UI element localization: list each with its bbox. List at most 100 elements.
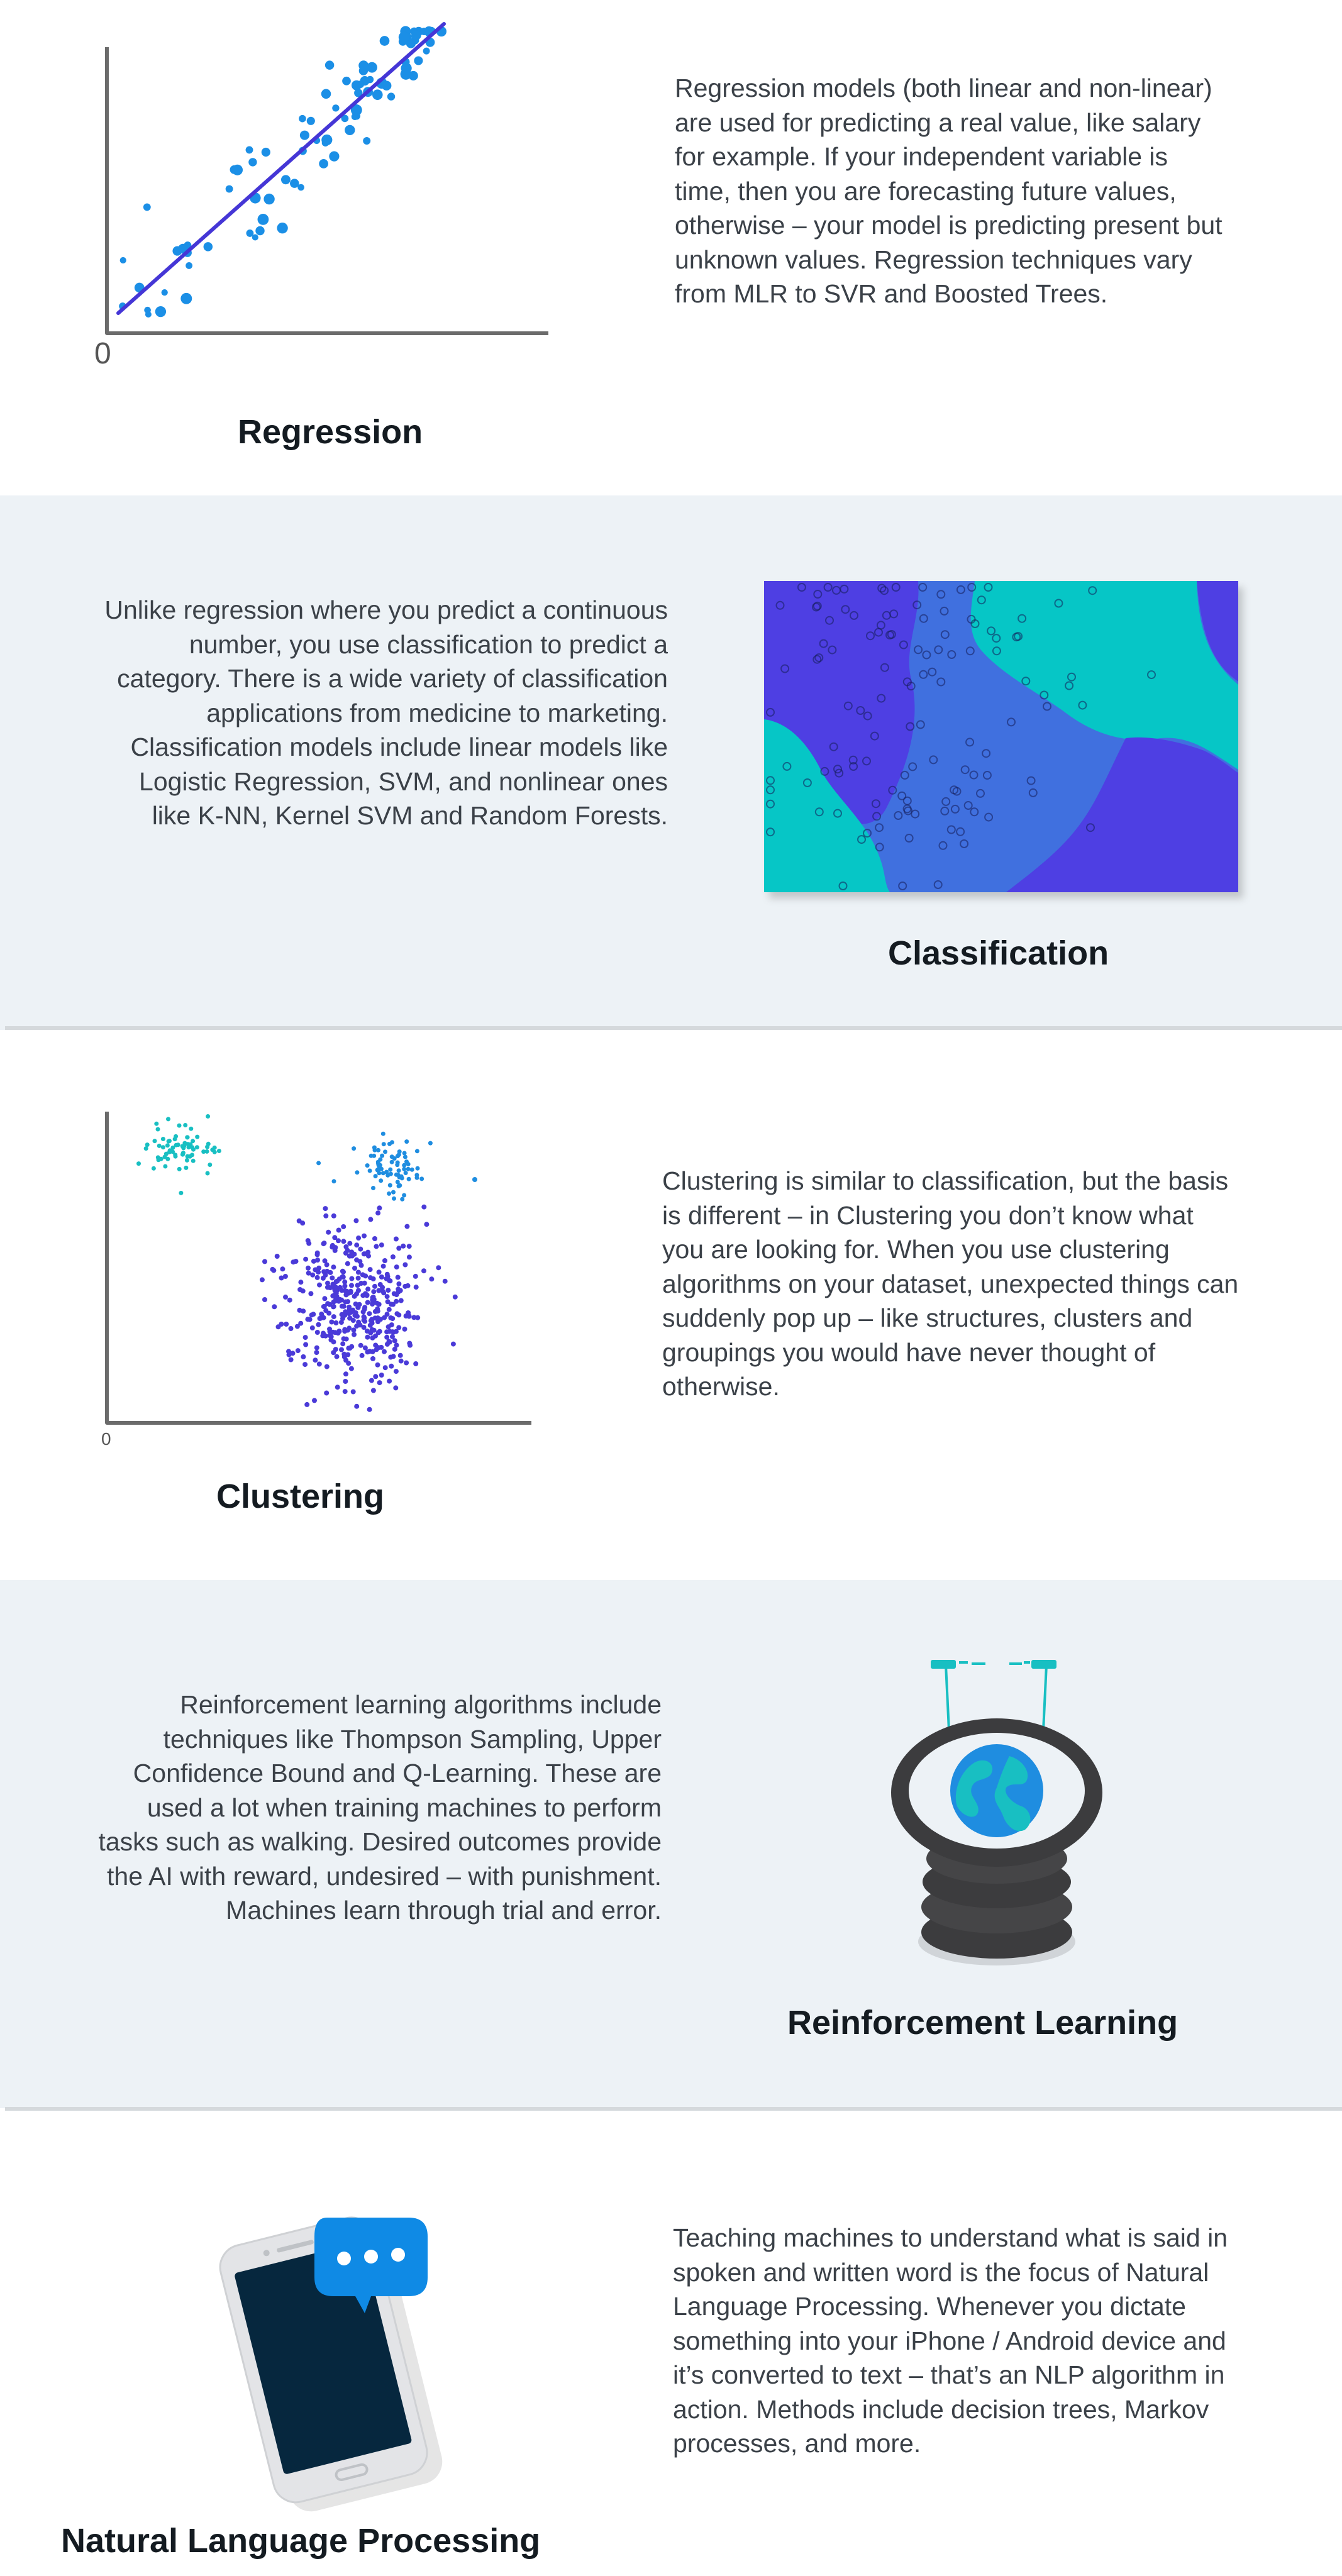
cluster-point-indigo xyxy=(323,1213,329,1219)
cluster-point-indigo xyxy=(374,1244,379,1249)
cluster-point-blue xyxy=(391,1190,396,1195)
cluster-point-indigo xyxy=(389,1363,394,1369)
cluster-point-indigo xyxy=(452,1294,458,1300)
cluster-point-blue xyxy=(402,1193,407,1198)
regression-point xyxy=(203,242,213,252)
cluster-point-blue xyxy=(394,1172,399,1177)
cluster-point-indigo xyxy=(347,1253,353,1259)
regression-point xyxy=(184,241,192,250)
regression-point xyxy=(414,56,423,65)
cluster-point-indigo xyxy=(356,1235,362,1241)
classification-point xyxy=(940,806,950,815)
cluster-point-blue xyxy=(369,1153,374,1158)
classification-point xyxy=(819,639,828,648)
cluster-point-indigo xyxy=(450,1341,456,1347)
cluster-point-teal xyxy=(160,1137,165,1141)
cluster-point-indigo xyxy=(390,1254,396,1259)
cluster-point-blue xyxy=(399,1176,404,1181)
classification-section: Unlike regression where you predict a co… xyxy=(0,495,1342,1030)
classification-point xyxy=(902,677,912,687)
cluster-point-indigo xyxy=(365,1300,370,1305)
cluster-point-indigo xyxy=(355,1313,360,1319)
cluster-point-blue xyxy=(316,1161,321,1166)
cluster-point-indigo xyxy=(324,1268,330,1274)
cluster-point-indigo xyxy=(332,1235,338,1241)
smartphone-chat-icon xyxy=(219,2216,443,2512)
classification-point xyxy=(900,770,909,780)
cluster-point-indigo xyxy=(262,1259,267,1264)
cluster-point-indigo xyxy=(384,1294,390,1300)
cluster-point-blue xyxy=(404,1139,409,1144)
cluster-point-blue xyxy=(383,1149,387,1154)
cluster-point-indigo xyxy=(326,1229,331,1235)
cluster-point-indigo xyxy=(413,1361,419,1366)
cluster-point-teal xyxy=(160,1145,165,1150)
cluster-point-teal xyxy=(208,1163,213,1167)
cluster-point-indigo xyxy=(368,1217,374,1222)
cluster-point-indigo xyxy=(362,1291,368,1296)
classification-point xyxy=(977,595,986,605)
cluster-point-indigo xyxy=(387,1278,392,1283)
classification-point xyxy=(1026,776,1036,785)
cluster-point-indigo xyxy=(355,1275,361,1281)
cluster-point-indigo xyxy=(375,1316,380,1322)
cluster-point-indigo xyxy=(442,1278,448,1284)
cluster-point-indigo xyxy=(300,1288,306,1294)
cluster-point-indigo xyxy=(303,1256,309,1262)
classification-point xyxy=(963,801,973,810)
cluster-point-indigo xyxy=(392,1346,397,1352)
classification-point xyxy=(1065,681,1074,690)
cluster-point-teal xyxy=(152,1139,157,1144)
classification-point xyxy=(1021,677,1031,686)
classification-point xyxy=(814,807,824,817)
cluster-point-indigo xyxy=(392,1338,397,1344)
clustering-section: 0 Clustering is similar to classificatio… xyxy=(0,1030,1342,1580)
cluster-point-blue xyxy=(400,1197,405,1202)
cluster-point-blue xyxy=(419,1176,424,1181)
classification-point xyxy=(906,722,915,731)
classification-point xyxy=(863,829,872,838)
regression-point xyxy=(367,62,377,73)
classification-point xyxy=(928,667,937,677)
cluster-point-indigo xyxy=(413,1273,418,1279)
cluster-point-indigo xyxy=(298,1320,304,1326)
cluster-point-blue xyxy=(373,1174,378,1179)
classification-point xyxy=(832,585,841,595)
cluster-point-blue xyxy=(414,1149,419,1154)
class-region-indigo-bottomright xyxy=(1006,737,1238,892)
cluster-point-blue xyxy=(414,1173,419,1178)
classification-point xyxy=(936,677,946,687)
regression-point xyxy=(263,193,275,205)
cluster-point-indigo xyxy=(376,1288,382,1293)
cluster-point-blue xyxy=(367,1168,372,1173)
classification-point xyxy=(880,663,889,672)
cluster-point-teal xyxy=(165,1156,170,1161)
clustering-title: Clustering xyxy=(216,1478,385,1515)
regression-point xyxy=(354,89,363,97)
cluster-point-indigo xyxy=(374,1347,379,1352)
cluster-point-indigo xyxy=(357,1302,362,1307)
cluster-point-blue xyxy=(402,1154,408,1159)
cluster-point-teal xyxy=(155,1127,160,1132)
cluster-point-teal xyxy=(185,1135,190,1140)
cluster-point-indigo xyxy=(316,1361,322,1367)
cluster-point-teal xyxy=(191,1158,196,1163)
cluster-point-blue xyxy=(406,1162,411,1166)
classification-point xyxy=(802,778,812,787)
cluster-point-blue xyxy=(387,1183,392,1188)
classification-point xyxy=(863,711,872,721)
cluster-point-blue xyxy=(331,1179,336,1184)
cluster-point-indigo xyxy=(379,1274,384,1280)
cluster-point-indigo xyxy=(325,1280,330,1286)
cluster-point-indigo xyxy=(375,1330,381,1335)
cluster-point-indigo xyxy=(340,1268,345,1274)
classification-point xyxy=(984,583,993,592)
classification-point xyxy=(1078,700,1087,710)
cluster-point-indigo xyxy=(343,1244,349,1249)
cluster-point-indigo xyxy=(404,1312,410,1318)
cluster-point-indigo xyxy=(421,1204,427,1210)
cluster-point-indigo xyxy=(379,1344,384,1350)
cluster-point-indigo xyxy=(371,1289,377,1295)
cluster-point-indigo xyxy=(394,1298,399,1304)
regression-point xyxy=(299,130,309,140)
